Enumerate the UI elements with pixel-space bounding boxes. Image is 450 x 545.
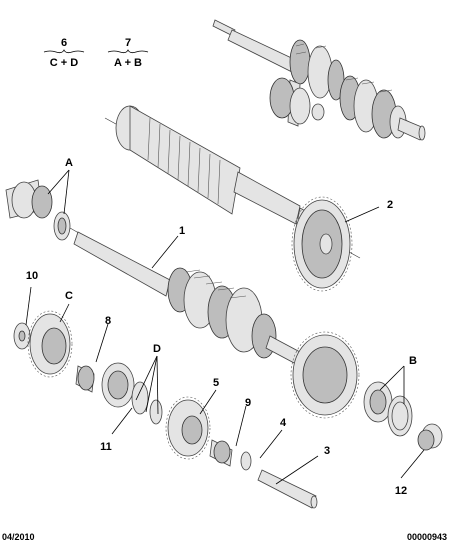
callout-4: 4 (280, 417, 287, 429)
main-shaft-1-drawing (69, 227, 356, 391)
bearing-b-drawing (363, 381, 413, 437)
callout-D: D (153, 343, 161, 355)
callout-2: 2 (387, 199, 393, 211)
legend-6: 6 C + D (43, 37, 85, 69)
circlip-4-drawing (240, 451, 252, 471)
callout-11: 11 (100, 441, 112, 453)
callout-5: 5 (213, 377, 219, 389)
callout-8: 8 (105, 315, 111, 327)
legend-brace-7 (107, 49, 149, 54)
needle-bearing-8-drawing (75, 365, 95, 393)
washer-10-drawing (13, 322, 31, 350)
callout-B: B (409, 355, 417, 367)
legend-formula-6: C + D (50, 57, 78, 69)
assembled-gearbox-drawing (212, 19, 426, 141)
legend-number-7: 7 (125, 37, 131, 49)
legend-formula-7: A + B (114, 57, 142, 69)
gear-5-drawing (165, 396, 211, 460)
shaft-3-drawing (257, 469, 318, 509)
callout-3: 3 (324, 445, 330, 457)
callout-9: 9 (245, 397, 251, 409)
callout-C: C (65, 290, 73, 302)
legend-brace-6 (43, 49, 85, 54)
callout-10: 10 (26, 270, 38, 282)
legend-7: 7 A + B (107, 37, 149, 69)
gear-2-drawing (291, 196, 353, 292)
footer-date: 04/2010 (2, 532, 35, 542)
bearing-9-drawing (209, 439, 233, 467)
footer-reference: 00000943 (407, 532, 447, 542)
synchro-hub-d-drawing (101, 362, 163, 425)
gear-c-drawing (27, 310, 73, 378)
legend-number-6: 6 (61, 37, 67, 49)
callout-A-seal: A (65, 157, 73, 169)
synchro-gear-drawing (290, 331, 360, 419)
callout-1: 1 (179, 225, 185, 237)
plug-12-drawing (417, 423, 443, 451)
seal-a-drawing (5, 179, 71, 241)
leader-lines (25, 169, 425, 485)
callout-12: 12 (395, 485, 407, 497)
